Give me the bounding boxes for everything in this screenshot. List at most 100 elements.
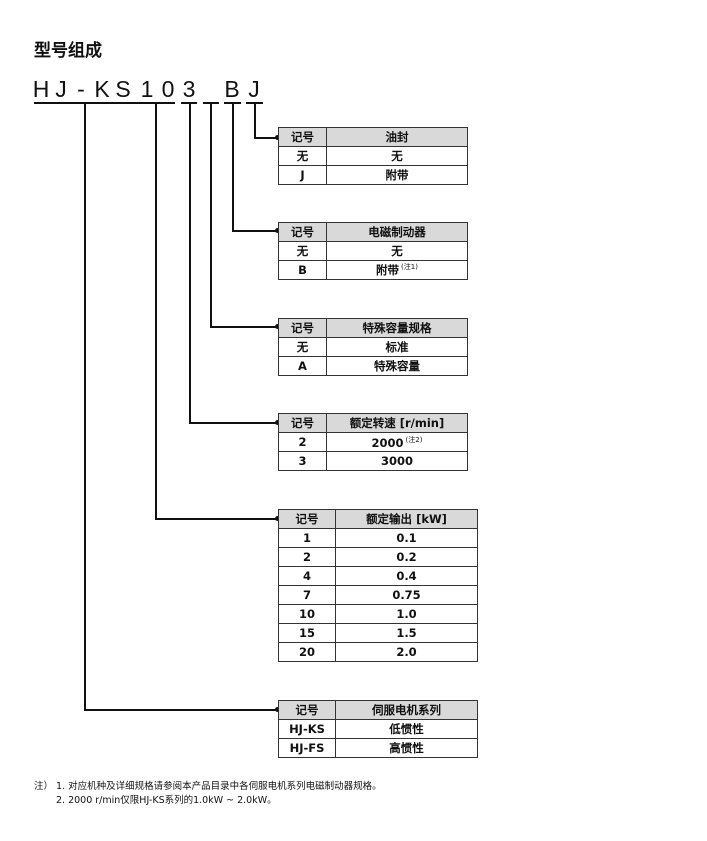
table-cell: 20 — [278, 642, 336, 662]
footnotes: 注） 1. 对应机种及详细规格请参阅本产品目录中各伺服电机系列电磁制动器规格。 … — [34, 780, 382, 808]
note-ref: (注2) — [405, 435, 423, 444]
table-cell: 2.0 — [335, 642, 478, 662]
note-ref: (注1) — [401, 263, 418, 272]
table-cell: J — [278, 165, 327, 185]
model-char: 3 — [182, 76, 196, 102]
table-cell: 2000(注2) — [326, 432, 468, 452]
table-cell: 1.5 — [335, 623, 478, 643]
connector-line — [232, 230, 278, 232]
table-cell: 附带 — [326, 165, 468, 185]
table-cell: 0.2 — [335, 547, 478, 567]
table-cell: B — [278, 260, 327, 280]
connector-dot — [275, 135, 280, 140]
model-char: K — [94, 76, 110, 102]
table-cell: HJ-FS — [278, 738, 336, 758]
table-cell: 4 — [278, 566, 336, 586]
connector-dot — [275, 228, 280, 233]
table-row: 无无 — [278, 146, 468, 166]
model-char: J — [55, 76, 67, 102]
model-char: 1 — [140, 76, 154, 102]
underline-output — [139, 102, 175, 104]
table-cell: 低惯性 — [335, 719, 478, 739]
underline-series — [34, 102, 164, 104]
table-cell: 0.4 — [335, 566, 478, 586]
model-char: 0 — [161, 76, 175, 102]
note-1: 1. 对应机种及详细规格请参阅本产品目录中各伺服电机系列电磁制动器规格。 — [56, 781, 382, 792]
connector-line — [210, 326, 278, 328]
cell-text: 2000 — [371, 435, 404, 450]
table-header: 额定输出 [kW] — [335, 509, 478, 529]
connector-line — [155, 518, 278, 520]
table-header: 记号 — [278, 413, 327, 433]
table-header: 特殊容量规格 — [326, 318, 468, 338]
table-cell: 3 — [278, 451, 327, 471]
underline-brake — [224, 102, 241, 104]
connector-line — [232, 103, 234, 231]
table-cell: 高惯性 — [335, 738, 478, 758]
table-header: 记号 — [278, 509, 336, 529]
connector-line — [189, 103, 191, 423]
table-cell: 1.0 — [335, 604, 478, 624]
table-cell: A — [278, 356, 327, 376]
connector-dot — [275, 420, 280, 425]
connector-line — [254, 137, 278, 139]
table-header: 电磁制动器 — [326, 222, 468, 242]
table-cell: 标准 — [326, 337, 468, 357]
connector-line — [84, 709, 278, 711]
table-header: 油封 — [326, 127, 468, 147]
model-char: H — [32, 76, 50, 102]
connector-dot — [275, 324, 280, 329]
notes-prefix: 注） — [34, 781, 54, 792]
table-cell: 2 — [278, 547, 336, 567]
table-cell: 7 — [278, 585, 336, 605]
table-header: 记号 — [278, 700, 336, 720]
page-title: 型号组成 — [34, 41, 102, 61]
cell-text: 附带 — [376, 263, 400, 277]
table-header: 记号 — [278, 318, 327, 338]
note-2: 2. 2000 r/min仅限HJ-KS系列的1.0kW ~ 2.0kW。 — [56, 795, 277, 806]
table-cell: 2 — [278, 432, 327, 452]
connector-line — [254, 103, 256, 138]
underline-special — [203, 102, 219, 104]
table-cell: 1 — [278, 528, 336, 548]
connector-line — [84, 103, 86, 710]
table-cell: 无 — [278, 241, 327, 261]
connector-line — [189, 422, 278, 424]
table-row: 无无 — [278, 241, 468, 261]
table-cell: 15 — [278, 623, 336, 643]
table-cell: 10 — [278, 604, 336, 624]
table-cell: 3000 — [326, 451, 468, 471]
model-char: B — [224, 76, 240, 102]
connector-dot — [275, 707, 280, 712]
connector-dot — [275, 516, 280, 521]
table-cell: 附带(注1) — [326, 260, 468, 280]
underline-oilseal — [246, 102, 263, 104]
table-row: 无标准 — [278, 337, 468, 357]
model-char: - — [77, 76, 85, 102]
table-cell: 无 — [326, 146, 468, 166]
table-header: 记号 — [278, 222, 327, 242]
table-cell: 无 — [326, 241, 468, 261]
model-char: S — [115, 76, 131, 102]
connector-line — [210, 103, 212, 327]
table-header: 额定转速 [r/min] — [326, 413, 468, 433]
model-char: J — [248, 76, 260, 102]
table-cell: 无 — [278, 146, 327, 166]
